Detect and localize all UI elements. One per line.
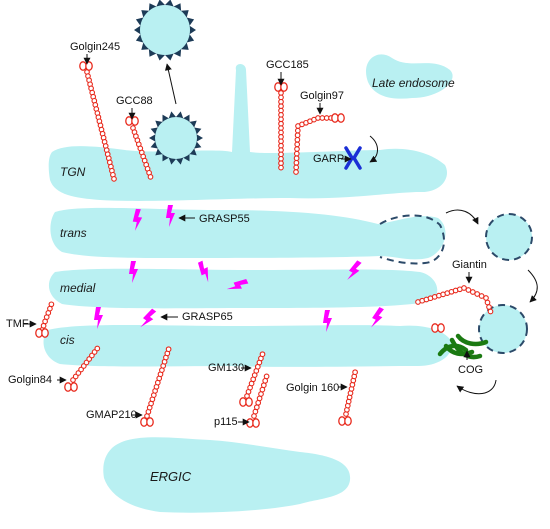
- flow-arrow-endosome: [369, 135, 378, 163]
- flow-arrow-right: [527, 269, 538, 303]
- grasp55-c: [129, 261, 138, 283]
- gmap210-tether: [140, 346, 172, 427]
- golgin84-label: Golgin84: [8, 374, 52, 386]
- flow-arrow-top: [445, 209, 479, 225]
- transport-vesicle-outline: [485, 213, 533, 261]
- golgin84-tether: [64, 345, 101, 392]
- budding-arrow: [164, 63, 177, 105]
- trans-cisterna: [50, 207, 446, 260]
- grasp65-label: GRASP65: [182, 311, 233, 323]
- grasp55-f: [347, 260, 362, 280]
- gcc185-label: GCC185: [266, 59, 309, 71]
- garp-label: GARP: [313, 153, 344, 165]
- coated-vesicle-budding: [149, 111, 203, 165]
- tmf-tether: [35, 301, 55, 338]
- cis-cisterna: [43, 325, 453, 367]
- gcc185-tether: [274, 82, 288, 171]
- golgin245-label: Golgin245: [70, 41, 120, 53]
- grasp55-b: [166, 205, 175, 227]
- tgn-label: TGN: [60, 165, 86, 179]
- grasp55-a: [132, 208, 143, 231]
- tmf-label: TMF: [6, 318, 29, 330]
- golgin97-label: Golgin97: [300, 90, 344, 102]
- transport-vesicle: [486, 214, 532, 260]
- garp-complex: [344, 146, 362, 170]
- gcc88-label: GCC88: [116, 95, 153, 107]
- grasp65-a: [94, 307, 103, 329]
- p115-label: p115: [214, 416, 238, 428]
- docking-vesicle: [479, 305, 527, 353]
- ergic-compartment: [103, 437, 351, 513]
- grasp-proteins: [94, 205, 384, 332]
- golgin160-label: Golgin 160: [286, 382, 339, 394]
- coated-vesicle-released: [134, 0, 196, 61]
- gm130-label: GM130: [208, 362, 244, 374]
- gm130-tether: [239, 351, 266, 407]
- coated-vesicles: [134, 0, 203, 165]
- grasp65-d: [371, 307, 384, 328]
- grasp65-c: [323, 310, 332, 332]
- budding-vesicle-outline: [379, 214, 445, 265]
- golgin160-tether: [338, 369, 358, 426]
- trans-label: trans: [60, 226, 87, 240]
- cis-label: cis: [60, 333, 75, 347]
- label-pointers: [24, 54, 473, 426]
- grasp55-d: [197, 260, 209, 283]
- grasp65-b: [140, 308, 157, 328]
- golgin245-tether: [79, 61, 117, 182]
- p115-tether: [246, 373, 270, 428]
- medial-cisterna: [48, 268, 438, 309]
- golgin-tethers: [35, 61, 494, 428]
- late-endosome: [366, 54, 453, 99]
- grasp55-e: [226, 278, 249, 290]
- medial-label: medial: [60, 281, 96, 295]
- grasp55-label: GRASP55: [199, 213, 250, 225]
- late-endosome-label: Late endosome: [372, 76, 455, 90]
- gmap210-label: GMAP210: [86, 409, 137, 421]
- cog-label: COG: [458, 364, 483, 376]
- golgin97-tether: [293, 113, 345, 175]
- giantin-tether: [415, 285, 494, 333]
- docking-vesicle-outline: [478, 304, 528, 354]
- giantin-label: Giantin: [452, 259, 487, 271]
- flow-arrow-bottom: [456, 379, 497, 395]
- gcc88-tether: [125, 116, 154, 180]
- ergic-label: ERGIC: [150, 469, 192, 484]
